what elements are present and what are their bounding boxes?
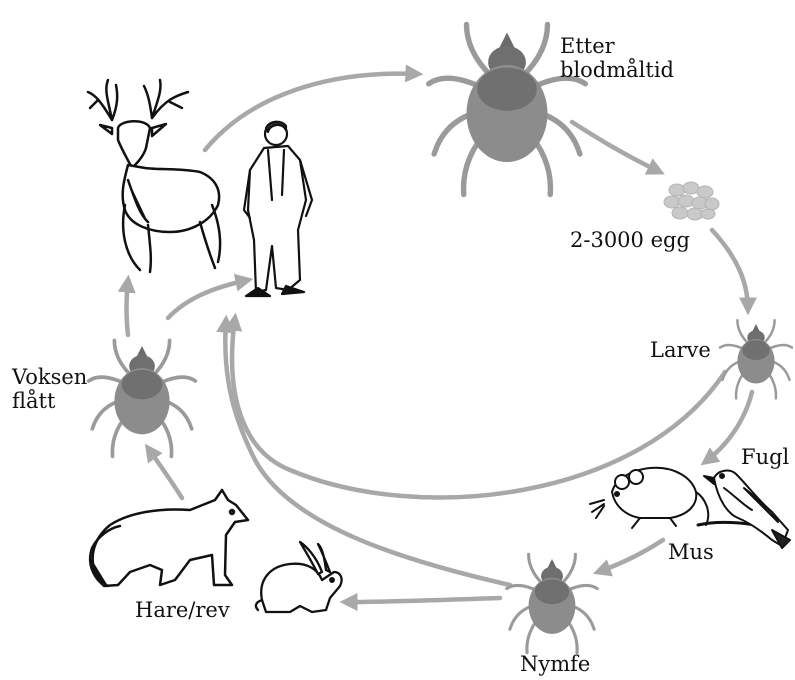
tick-adult-icon bbox=[89, 340, 196, 456]
label-bird: Fugl bbox=[741, 445, 789, 469]
egg-cluster-icon bbox=[664, 182, 719, 220]
label-nymph: Nymfe bbox=[520, 652, 590, 676]
hare-icon bbox=[256, 542, 342, 612]
label-after-bloodmeal-line2: blodmåltid bbox=[560, 58, 674, 82]
arrow-deer-to-engorged bbox=[205, 74, 418, 150]
mouse-icon bbox=[590, 468, 708, 528]
arrow-nymph-to-human bbox=[225, 320, 510, 585]
arrow-adult-to-deer bbox=[127, 280, 129, 335]
tick-larva-icon bbox=[720, 320, 792, 398]
tick-nymph-icon bbox=[507, 554, 597, 652]
label-after-bloodmeal-line1: Etter bbox=[560, 34, 674, 58]
label-hare-fox: Hare/rev bbox=[135, 598, 230, 622]
human-icon bbox=[244, 122, 312, 296]
label-adult-tick: Voksen flått bbox=[12, 365, 87, 413]
fox-icon bbox=[90, 490, 248, 586]
arrow-adult-to-human bbox=[168, 280, 248, 318]
arrow-engorged-to-eggs bbox=[572, 122, 660, 172]
arrow-fox-to-adult bbox=[148, 448, 182, 498]
bird-icon bbox=[698, 471, 790, 548]
arrow-nymph-to-hare bbox=[345, 598, 500, 602]
arrow-eggs-to-larva bbox=[712, 230, 748, 310]
deer-icon bbox=[88, 80, 220, 272]
label-mouse: Mus bbox=[668, 540, 714, 564]
arrow-hosts-to-nymph bbox=[598, 540, 663, 572]
label-larva: Larve bbox=[650, 338, 711, 362]
label-after-bloodmeal: Etter blodmåltid bbox=[560, 34, 674, 82]
label-adult-tick-line1: Voksen bbox=[12, 365, 87, 389]
label-eggs: 2-3000 egg bbox=[570, 228, 690, 252]
label-adult-tick-line2: flått bbox=[12, 389, 87, 413]
